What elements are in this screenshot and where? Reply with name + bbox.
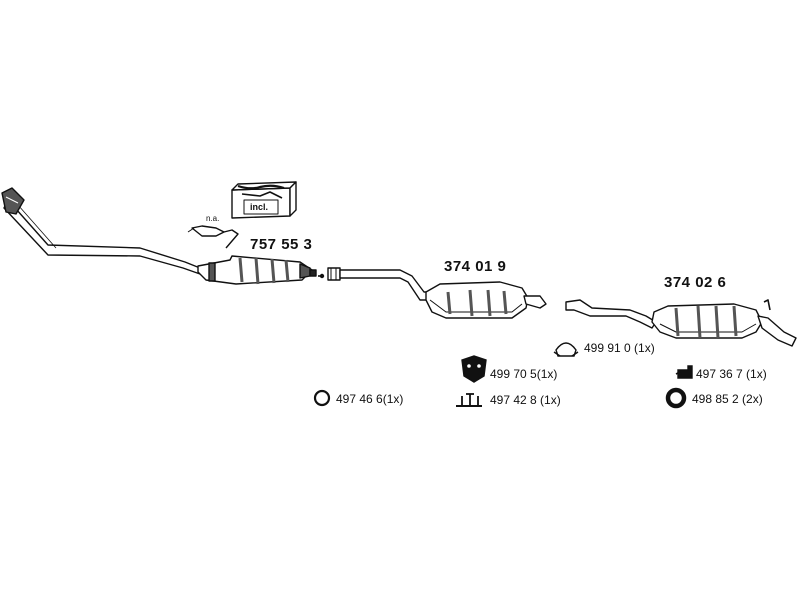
- sensor-note: n.a.: [206, 214, 220, 223]
- pipe-connector: [318, 267, 341, 281]
- mounting-kit-box: [231, 181, 297, 219]
- rear-silencer: [565, 299, 797, 347]
- rear-silencer-part-number: 374 02 6: [664, 274, 727, 291]
- bolt-part-number: 497 42 8 (1x): [490, 393, 561, 407]
- catalytic-converter-part-number: 757 55 3: [250, 236, 313, 253]
- ring-part-number: 497 46 6(1x): [336, 392, 404, 406]
- kit-included-label: incl.: [250, 202, 269, 212]
- bolt-icon: [456, 393, 482, 407]
- front-pipe: [1, 187, 201, 275]
- rubber-ring-part-number: 498 85 2 (2x): [692, 392, 763, 406]
- ring-icon: [313, 389, 331, 407]
- clamp-icon: [553, 342, 579, 357]
- hanger-icon: [461, 355, 487, 383]
- lambda-sensor: [187, 225, 239, 249]
- mount-icon: [675, 365, 693, 379]
- hanger-part-number: 499 70 5(1x): [490, 367, 558, 381]
- clamp-part-number: 499 91 0 (1x): [584, 341, 655, 355]
- center-silencer: [339, 269, 547, 319]
- catalytic-converter: [197, 255, 317, 285]
- center-silencer-part-number: 374 01 9: [444, 258, 507, 275]
- mount-part-number: 497 36 7 (1x): [696, 367, 767, 381]
- rubber-ring-icon: [665, 387, 687, 409]
